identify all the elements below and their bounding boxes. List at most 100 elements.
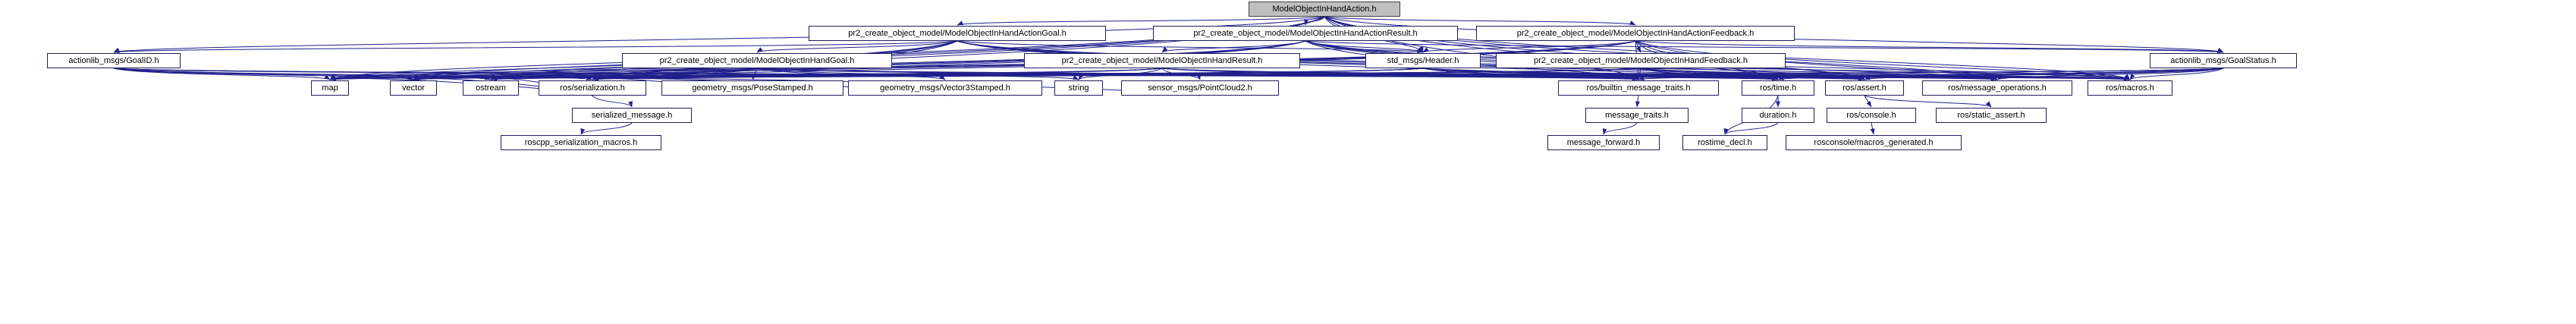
graph-edge-goal-to-ostream (490, 68, 758, 80)
graph-edge-goal-to-vector3stamped (756, 68, 946, 80)
graph-edge-goalid-to-time (113, 68, 1779, 81)
graph-node-feedback[interactable]: pr2_create_object_model/ModelObjectInHan… (1496, 53, 1786, 68)
graph-node-builtin_traits[interactable]: ros/builtin_message_traits.h (1558, 80, 1719, 96)
graph-edge-goal-to-assert (756, 68, 1865, 80)
graph-edge-result-to-macros (1161, 68, 2131, 80)
graph-edge-duration-to-rostime_decl (1724, 122, 1779, 135)
graph-edge-goal-to-map (329, 68, 758, 80)
graph-node-message_forward[interactable]: message_forward.h (1547, 135, 1660, 150)
graph-edge-goalid-to-vector (113, 68, 414, 80)
graph-node-ostream[interactable]: ostream (463, 80, 519, 96)
graph-edge-result_hdr-to-header (1305, 40, 1424, 53)
graph-node-rostime_decl[interactable]: rostime_decl.h (1682, 135, 1767, 150)
graph-edge-feedback-to-ostream (490, 68, 1641, 80)
graph-edge-header-to-macros (1422, 68, 2131, 80)
graph-node-msg_ops[interactable]: ros/message_operations.h (1922, 80, 2072, 96)
graph-edge-root-to-goalid (113, 16, 1325, 53)
graph-edge-goal-to-macros (756, 68, 2131, 81)
graph-edge-feedback_hdr-to-feedback (1635, 40, 1641, 53)
graph-edge-feedback-to-msg_ops (1640, 68, 1998, 80)
graph-edge-goalid-to-msg_ops (113, 68, 1998, 81)
graph-edge-goalstatus-to-macros (2129, 68, 2224, 80)
graph-node-header[interactable]: std_msgs/Header.h (1365, 53, 1481, 68)
graph-edge-header-to-vector (413, 68, 1424, 80)
graph-edge-goalstatus-to-serialization (592, 68, 2224, 81)
graph-edge-message_traits-to-message_forward (1602, 122, 1638, 135)
graph-node-message_traits[interactable]: message_traits.h (1585, 108, 1689, 123)
graph-edge-goal-to-builtin_traits (756, 68, 1639, 80)
graph-edge-result-to-msg_ops (1161, 68, 1998, 80)
graph-edge-goal-to-msg_ops (756, 68, 1998, 81)
graph-edge-feedback-to-map (329, 68, 1641, 81)
graph-edge-result-to-map (329, 68, 1163, 80)
graph-edge-goalstatus-to-time (1777, 68, 2224, 80)
graph-node-serialization[interactable]: ros/serialization.h (539, 80, 646, 96)
graph-edge-assert-to-static_assert (1864, 95, 1992, 108)
graph-edge-goalid-to-serialization (113, 68, 593, 80)
graph-node-goalid[interactable]: actionlib_msgs/GoalID.h (47, 53, 181, 68)
graph-edge-builtin_traits-to-message_traits (1635, 95, 1640, 108)
graph-edge-result-to-serialization (592, 68, 1163, 80)
graph-node-duration[interactable]: duration.h (1742, 108, 1814, 123)
graph-edge-goal-to-posestamped (752, 68, 758, 80)
graph-edge-header-to-ostream (490, 68, 1424, 80)
graph-edge-goal-to-string (756, 68, 1079, 80)
graph-edge-goalid-to-builtin_traits (113, 68, 1639, 81)
graph-edge-result_hdr-to-goalstatus (1305, 40, 2224, 53)
graph-node-goalstatus[interactable]: actionlib_msgs/GoalStatus.h (2150, 53, 2297, 68)
graph-edge-goalid-to-assert (113, 68, 1865, 81)
graph-edge-goal_hdr-to-goalid (113, 40, 958, 53)
graph-edge-goalstatus-to-map (329, 68, 2224, 81)
graph-edge-header-to-msg_ops (1422, 68, 1998, 80)
graph-edge-goalstatus-to-msg_ops (1996, 68, 2224, 80)
graph-edge-result-to-pointcloud2 (1161, 68, 1201, 80)
graph-edge-goalid-to-macros (113, 68, 2131, 81)
graph-node-map[interactable]: map (311, 80, 349, 96)
graph-edge-goal-to-time (756, 68, 1779, 80)
graph-edge-result-to-assert (1161, 68, 1865, 80)
graph-node-assert[interactable]: ros/assert.h (1825, 80, 1904, 96)
graph-edge-result-to-time (1161, 68, 1779, 80)
graph-edge-result_hdr-to-result (1161, 40, 1306, 53)
graph-edge-goalstatus-to-builtin_traits (1638, 68, 2224, 80)
graph-edge-goalstatus-to-assert (1864, 68, 2224, 80)
graph-node-time[interactable]: ros/time.h (1742, 80, 1814, 96)
graph-node-goal_hdr[interactable]: pr2_create_object_model/ModelObjectInHan… (809, 26, 1106, 41)
graph-node-result[interactable]: pr2_create_object_model/ModelObjectInHan… (1024, 53, 1300, 68)
graph-node-console[interactable]: ros/console.h (1827, 108, 1916, 123)
graph-edge-result-to-ostream (490, 68, 1163, 80)
graph-node-goal[interactable]: pr2_create_object_model/ModelObjectInHan… (622, 53, 892, 68)
graph-node-posestamped[interactable]: geometry_msgs/PoseStamped.h (661, 80, 843, 96)
graph-edge-goal-to-serialization (592, 68, 758, 80)
graph-node-result_hdr[interactable]: pr2_create_object_model/ModelObjectInHan… (1153, 26, 1458, 41)
graph-edge-feedback_hdr-to-header (1422, 40, 1636, 53)
graph-edge-header-to-serialization (592, 68, 1424, 80)
graph-node-vector[interactable]: vector (390, 80, 437, 96)
graph-edge-result-to-vector (413, 68, 1163, 80)
graph-node-static_assert[interactable]: ros/static_assert.h (1936, 108, 2047, 123)
graph-edge-header-to-assert (1422, 68, 1865, 80)
graph-edge-goalstatus-to-ostream (490, 68, 2224, 81)
graph-node-string[interactable]: string (1054, 80, 1103, 96)
graph-node-vector3stamped[interactable]: geometry_msgs/Vector3Stamped.h (848, 80, 1042, 96)
graph-edge-goalid-to-map (113, 68, 331, 80)
graph-edge-goalstatus-to-vector (413, 68, 2224, 81)
graph-node-roscpp_ser_macros[interactable]: roscpp_serialization_macros.h (501, 135, 661, 150)
graph-node-serialized_message[interactable]: serialized_message.h (572, 108, 692, 123)
graph-node-pointcloud2[interactable]: sensor_msgs/PointCloud2.h (1121, 80, 1279, 96)
graph-node-feedback_hdr[interactable]: pr2_create_object_model/ModelObjectInHan… (1476, 26, 1795, 41)
graph-edge-root-to-goal_hdr (957, 16, 1325, 26)
graph-edge-goal_hdr-to-header (957, 40, 1424, 53)
graph-node-roscons_macros[interactable]: rosconsole/macros_generated.h (1786, 135, 1962, 150)
graph-edge-console-to-roscons_macros (1870, 122, 1875, 135)
graph-node-macros[interactable]: ros/macros.h (2088, 80, 2172, 96)
graph-edge-root-to-result_hdr (1304, 16, 1325, 26)
graph-edge-header-to-map (329, 68, 1424, 80)
graph-edge-goal-to-vector (413, 68, 758, 80)
graph-edge-result-to-builtin_traits (1161, 68, 1639, 80)
graph-edge-feedback_hdr-to-goalstatus (1635, 40, 2224, 53)
graph-edge-goal_hdr-to-goal (756, 40, 958, 53)
graph-node-root[interactable]: ModelObjectInHandAction.h (1249, 2, 1400, 17)
